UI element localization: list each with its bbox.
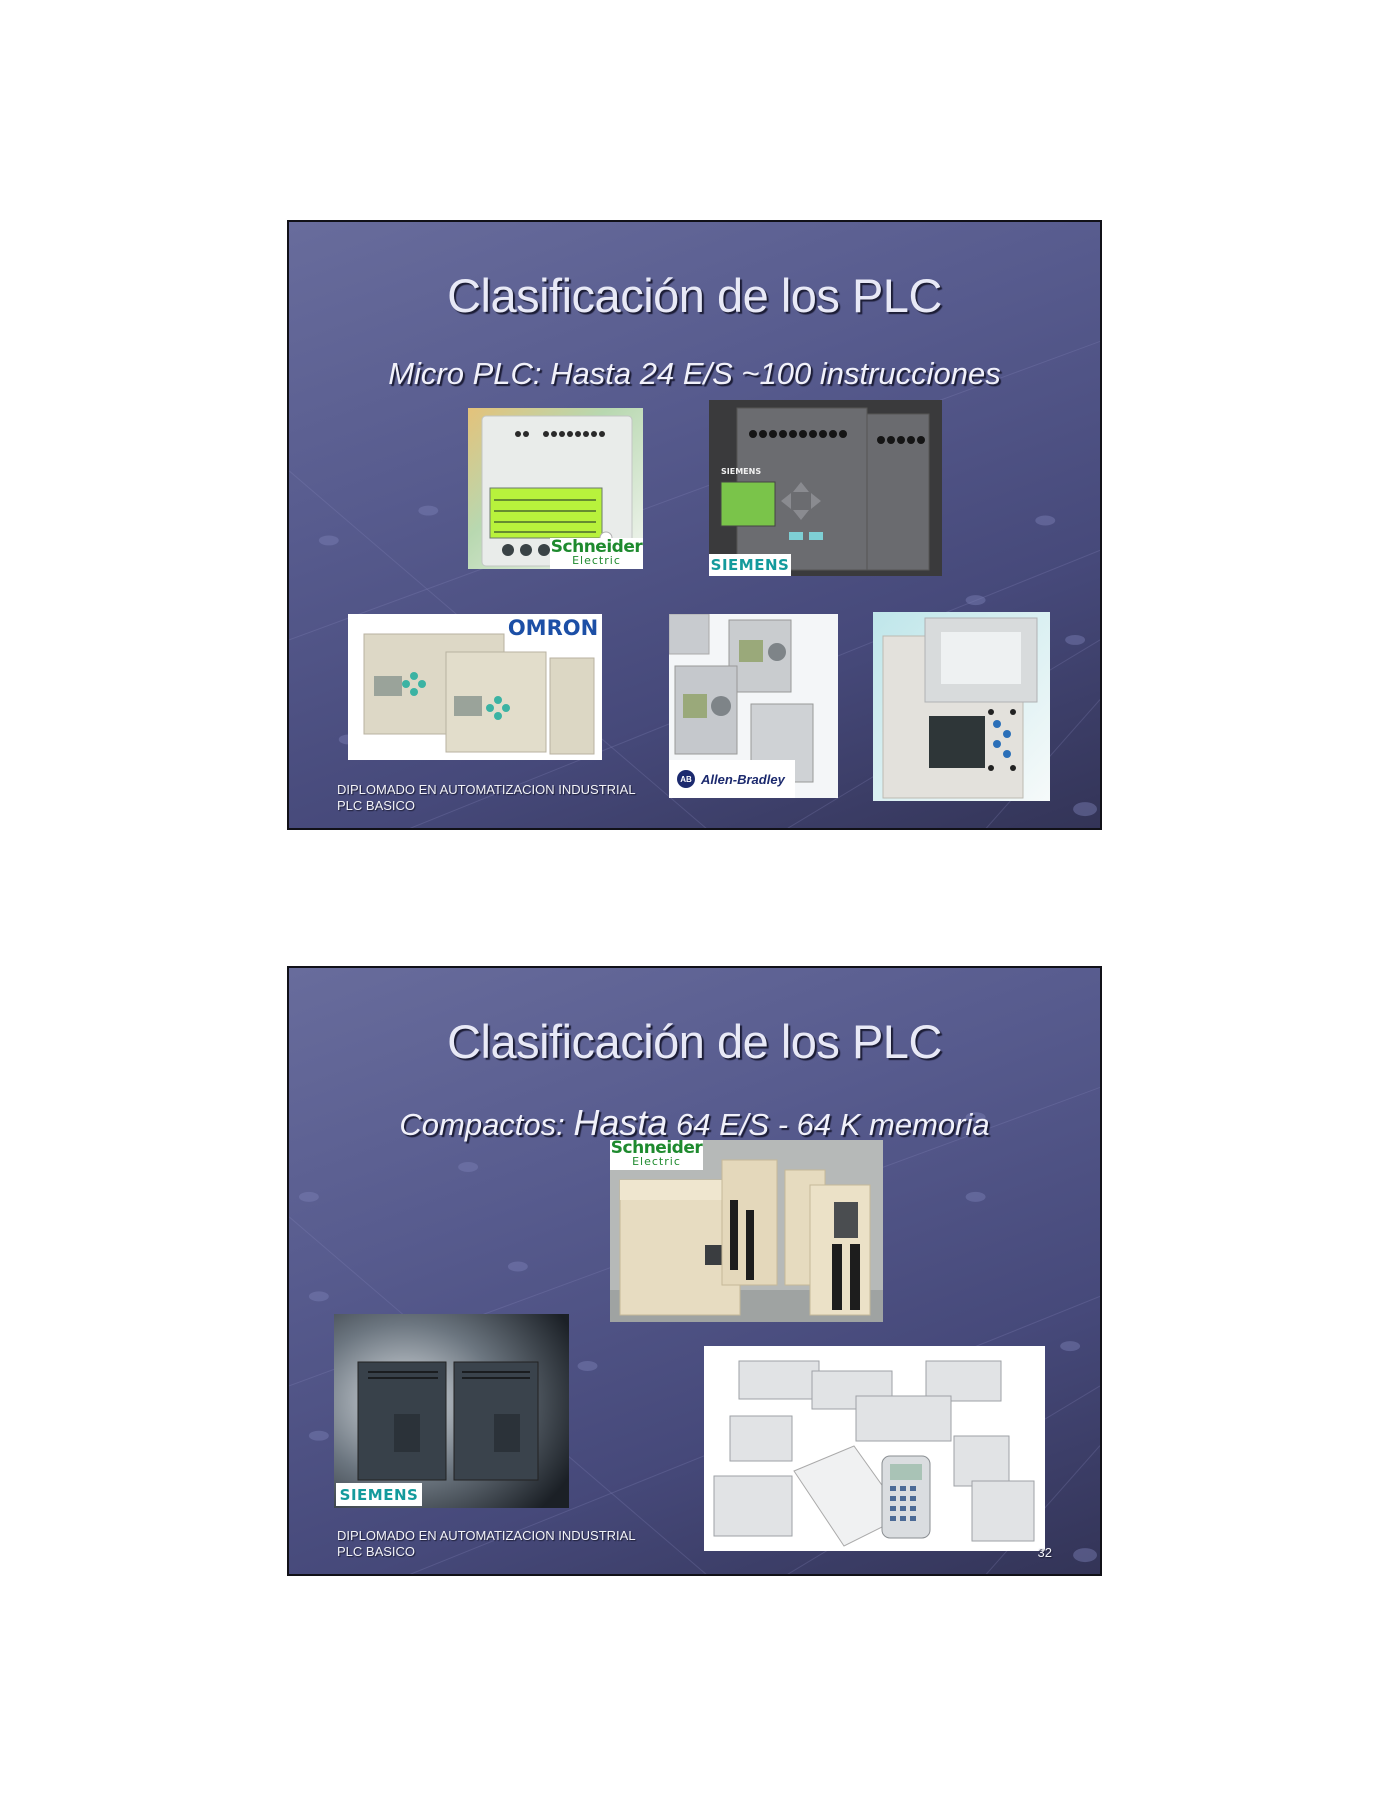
- page-number: 32: [1037, 1545, 1052, 1560]
- subtitle-suffix: 64 E/S - 64 K memoria: [667, 1107, 990, 1142]
- siemens-s7-200-compact-plc-photo: SIEMENS: [334, 1314, 569, 1508]
- electric-logo-text: Electric: [572, 553, 621, 567]
- siemens-logo: SIEMENS: [709, 554, 791, 576]
- ab-badge-icon: AB: [677, 770, 695, 788]
- schneider-logo-text: Schneider: [550, 536, 643, 557]
- schneider-electric-logo: Schneider Electric: [610, 1140, 703, 1170]
- schneider-zelio-micro-plc-photo: Schneider Electric: [468, 408, 643, 569]
- slide-micro-plc: Clasificación de los PLC Micro PLC: Hast…: [287, 220, 1102, 830]
- schneider-logo-text: Schneider: [610, 1140, 703, 1158]
- schneider-twido-compact-plc-photo: Schneider Electric: [610, 1140, 883, 1322]
- slide-footer: DIPLOMADO EN AUTOMATIZACION INDUSTRIAL P…: [337, 782, 636, 814]
- footer-line-2: PLC BASICO: [337, 798, 416, 813]
- allen-bradley-pico-micro-plc-photo: AB Allen-Bradley: [669, 614, 838, 798]
- siemens-logo: SIEMENS: [336, 1483, 422, 1506]
- allen-bradley-logo-text: Allen-Bradley: [701, 771, 785, 787]
- siemens-logo-micro-plc-photo: SIEMENS SIEMENS: [709, 400, 942, 576]
- slide-title: Clasificación de los PLC: [447, 1015, 942, 1068]
- subtitle-emphasis: Hasta: [573, 1102, 668, 1143]
- slide-title: Clasificación de los PLC: [447, 269, 942, 322]
- omron-zen-micro-plc-photo: OMRON: [348, 614, 602, 760]
- slide-compact-plc: Clasificación de los PLC Compactos: Hast…: [287, 966, 1102, 1576]
- schneider-electric-logo: Schneider Electric: [550, 538, 643, 569]
- footer-line-1: DIPLOMADO EN AUTOMATIZACION INDUSTRIAL: [337, 782, 636, 797]
- allen-bradley-micrologix-compact-plc-photo: [704, 1346, 1045, 1551]
- genie-micro-plc-photo: [873, 612, 1050, 801]
- footer-line-2: PLC BASICO: [337, 1544, 416, 1559]
- omron-logo: OMRON: [507, 616, 599, 640]
- slide-subtitle: Micro PLC: Hasta 24 E/S ~100 instruccion…: [388, 356, 1001, 391]
- subtitle-prefix: Compactos:: [399, 1107, 574, 1142]
- electric-logo-text: Electric: [632, 1155, 681, 1168]
- slide-footer: DIPLOMADO EN AUTOMATIZACION INDUSTRIAL P…: [337, 1528, 636, 1560]
- svg-text:SIEMENS: SIEMENS: [721, 467, 761, 476]
- slide-subtitle: Compactos: Hasta 64 E/S - 64 K memoria: [289, 1102, 1100, 1144]
- allen-bradley-logo: AB Allen-Bradley: [669, 760, 795, 798]
- footer-line-1: DIPLOMADO EN AUTOMATIZACION INDUSTRIAL: [337, 1528, 636, 1543]
